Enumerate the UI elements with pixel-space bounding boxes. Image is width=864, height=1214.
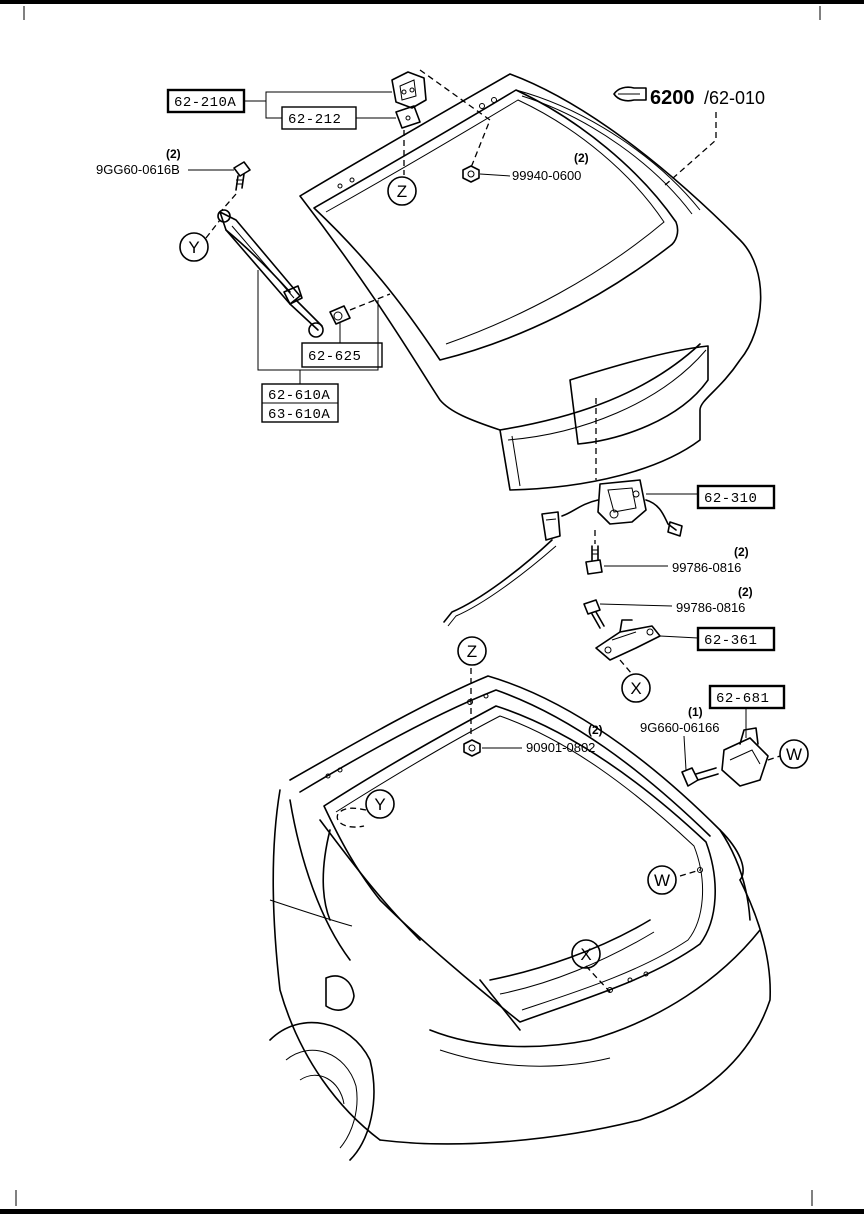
svg-text:99786-0816: 99786-0816 (676, 600, 745, 615)
part-62-681: 62-681 (708, 684, 786, 710)
liftgate-latch (443, 479, 683, 627)
svg-text:62-310: 62-310 (704, 491, 757, 507)
callout-y-body: Y (365, 789, 395, 819)
svg-text:(2): (2) (734, 545, 749, 559)
svg-text:Y: Y (374, 795, 385, 814)
svg-text:(1): (1) (688, 705, 703, 719)
svg-text:Y: Y (188, 238, 199, 257)
bolt-99786-a (585, 545, 603, 575)
part-9GG60-0616B: (2) 9GG60-0616B (96, 147, 181, 177)
liftgate-panel (299, 73, 762, 491)
nut-99940 (462, 165, 480, 183)
svg-text:Z: Z (467, 642, 477, 661)
svg-text:Z: Z (397, 182, 407, 201)
part-62-210A: 62-210A (166, 88, 246, 114)
svg-text:9G660-06166: 9G660-06166 (640, 720, 720, 735)
bumper-stopper (681, 727, 769, 787)
part-90901-0802: (2) 90901-0802 (526, 723, 603, 755)
callout-z-bottom: Z (457, 636, 487, 666)
callout-x-mid: X (621, 673, 651, 703)
ball-stud (329, 305, 351, 325)
bolt-9gg60 (233, 161, 251, 191)
reference-label: 6200 /62-010 (613, 86, 765, 109)
part-99940-0600: (2) 99940-0600 (512, 151, 589, 183)
svg-text:90901-0802: 90901-0802 (526, 740, 595, 755)
reference-sub: /62-010 (704, 88, 765, 108)
hinge-assembly (391, 71, 427, 129)
part-62-361: 62-361 (696, 626, 776, 652)
vehicle-body (269, 675, 772, 1161)
svg-text:X: X (630, 679, 641, 698)
callout-w-right: W (779, 739, 809, 769)
svg-text:(2): (2) (574, 151, 589, 165)
svg-text:X: X (580, 945, 591, 964)
callout-z-top: Z (387, 176, 417, 206)
svg-text:62-212: 62-212 (288, 112, 341, 128)
svg-text:63-610A: 63-610A (268, 407, 330, 423)
callout-x-body: X (571, 939, 601, 969)
part-62-212: 62-212 (281, 106, 357, 130)
svg-text:9GG60-0616B: 9GG60-0616B (96, 162, 180, 177)
svg-text:(2): (2) (738, 585, 753, 599)
svg-text:W: W (654, 871, 670, 890)
part-62-625: 62-625 (301, 342, 383, 368)
bolt-99786-b (583, 599, 605, 629)
part-99786-0816-b: (2) 99786-0816 (676, 585, 753, 615)
reference-main: 6200 (650, 87, 695, 109)
part-62-310: 62-310 (696, 484, 776, 510)
svg-text:99940-0600: 99940-0600 (512, 168, 581, 183)
svg-text:62-610A: 62-610A (268, 388, 330, 404)
svg-text:99786-0816: 99786-0816 (672, 560, 741, 575)
svg-text:(2): (2) (588, 723, 603, 737)
svg-text:62-361: 62-361 (704, 633, 757, 649)
svg-text:62-625: 62-625 (308, 349, 361, 365)
svg-text:W: W (786, 745, 802, 764)
callout-y-left: Y (179, 232, 209, 262)
nut-90901 (463, 739, 481, 757)
svg-text:(2): (2) (166, 147, 181, 161)
svg-text:62-210A: 62-210A (174, 95, 236, 111)
striker (595, 619, 661, 661)
part-99786-0816-a: (2) 99786-0816 (672, 545, 749, 575)
svg-text:62-681: 62-681 (716, 691, 769, 707)
gas-strut (217, 209, 324, 338)
callout-w-body: W (647, 865, 677, 895)
part-62-610A-63-610A: 62-610A 63-610A (261, 383, 339, 423)
part-9G660-06166: (1) 9G660-06166 (640, 705, 720, 735)
